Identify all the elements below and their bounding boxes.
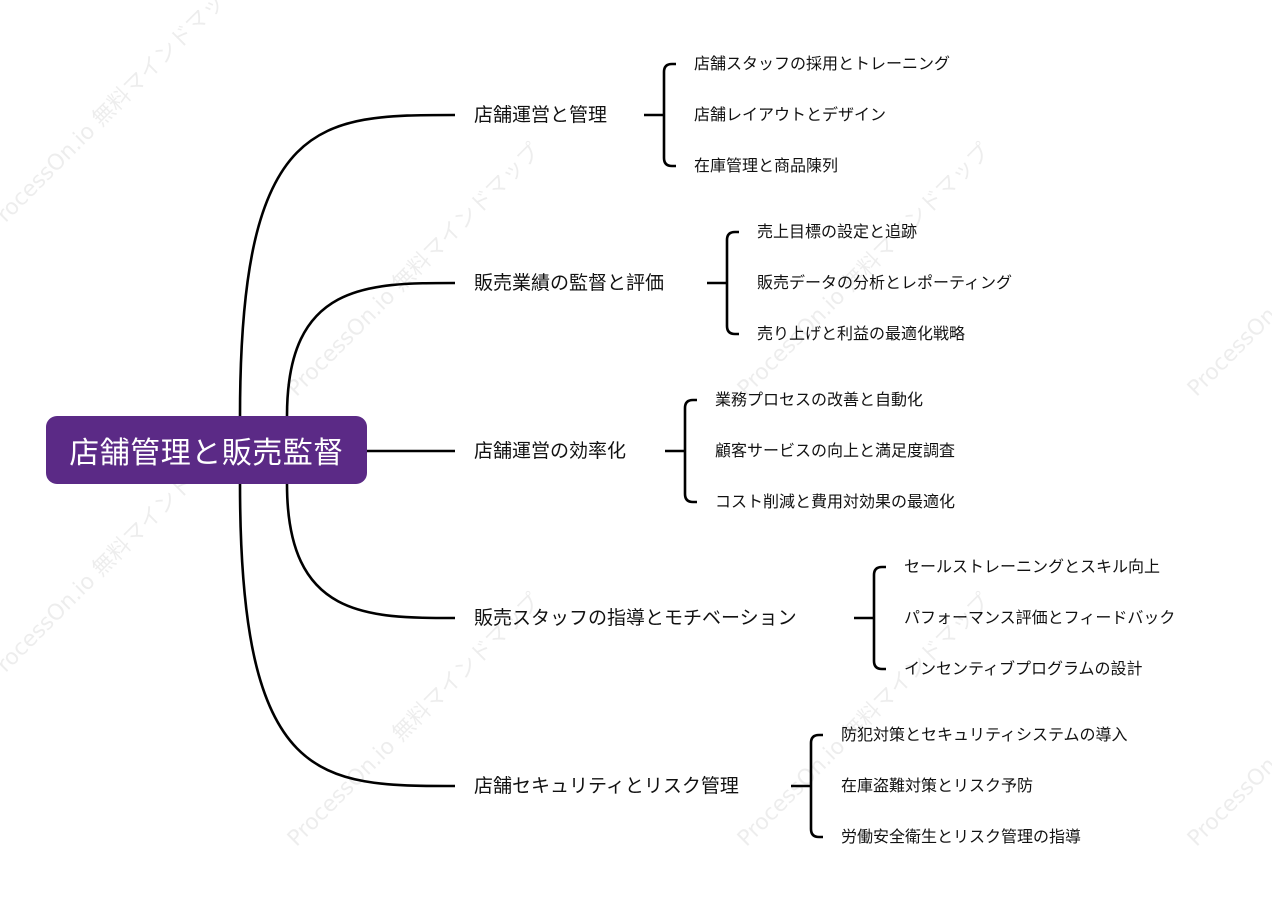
subtopic[interactable]: 業務プロセスの改善と自動化 xyxy=(715,390,924,409)
branch-topic[interactable]: 店舗運営の効率化 xyxy=(474,440,627,462)
subtopic[interactable]: 防犯対策とセキュリティシステムの導入 xyxy=(841,725,1128,744)
central-topic-label: 店舗管理と販売監督 xyxy=(69,436,344,471)
bracket xyxy=(683,398,697,504)
subtopic[interactable]: 在庫盗難対策とリスク予防 xyxy=(841,776,1034,795)
subtopic[interactable]: 販売データの分析とレポーティング xyxy=(757,273,1013,292)
subtopic[interactable]: 在庫管理と商品陳列 xyxy=(694,156,839,175)
branch-connector xyxy=(285,483,456,620)
subtopic[interactable]: インセンティブプログラムの設計 xyxy=(904,659,1143,678)
subtopic[interactable]: 売上目標の設定と追跡 xyxy=(757,222,918,241)
branch-topic[interactable]: 販売業績の監督と評価 xyxy=(474,272,665,294)
subtopic[interactable]: セールストレーニングとスキル向上 xyxy=(904,557,1161,576)
branch-topic[interactable]: 店舗運営と管理 xyxy=(474,104,608,126)
bracket xyxy=(809,733,823,839)
subtopic[interactable]: 売り上げと利益の最適化戦略 xyxy=(757,324,966,343)
branch-connector xyxy=(238,483,456,788)
subtopic[interactable]: 店舗レイアウトとデザイン xyxy=(694,105,887,124)
subtopic[interactable]: 店舗スタッフの採用とトレーニング xyxy=(694,54,951,73)
central-topic[interactable]: 店舗管理と販売監督 xyxy=(46,416,367,484)
subtopic[interactable]: パフォーマンス評価とフィードバック xyxy=(904,608,1176,627)
branch-topic[interactable]: 販売スタッフの指導とモチベーション xyxy=(474,607,797,629)
bracket xyxy=(725,230,739,336)
bracket xyxy=(872,565,886,671)
branch-connector xyxy=(238,113,456,417)
branch-topic[interactable]: 店舗セキュリティとリスク管理 xyxy=(474,775,739,797)
bracket xyxy=(662,62,676,168)
subtopic[interactable]: 顧客サービスの向上と満足度調査 xyxy=(715,441,956,460)
branch-connector xyxy=(285,281,456,417)
subtopic[interactable]: 労働安全衛生とリスク管理の指導 xyxy=(841,827,1082,846)
subtopic[interactable]: コスト削減と費用対効果の最適化 xyxy=(715,492,956,511)
